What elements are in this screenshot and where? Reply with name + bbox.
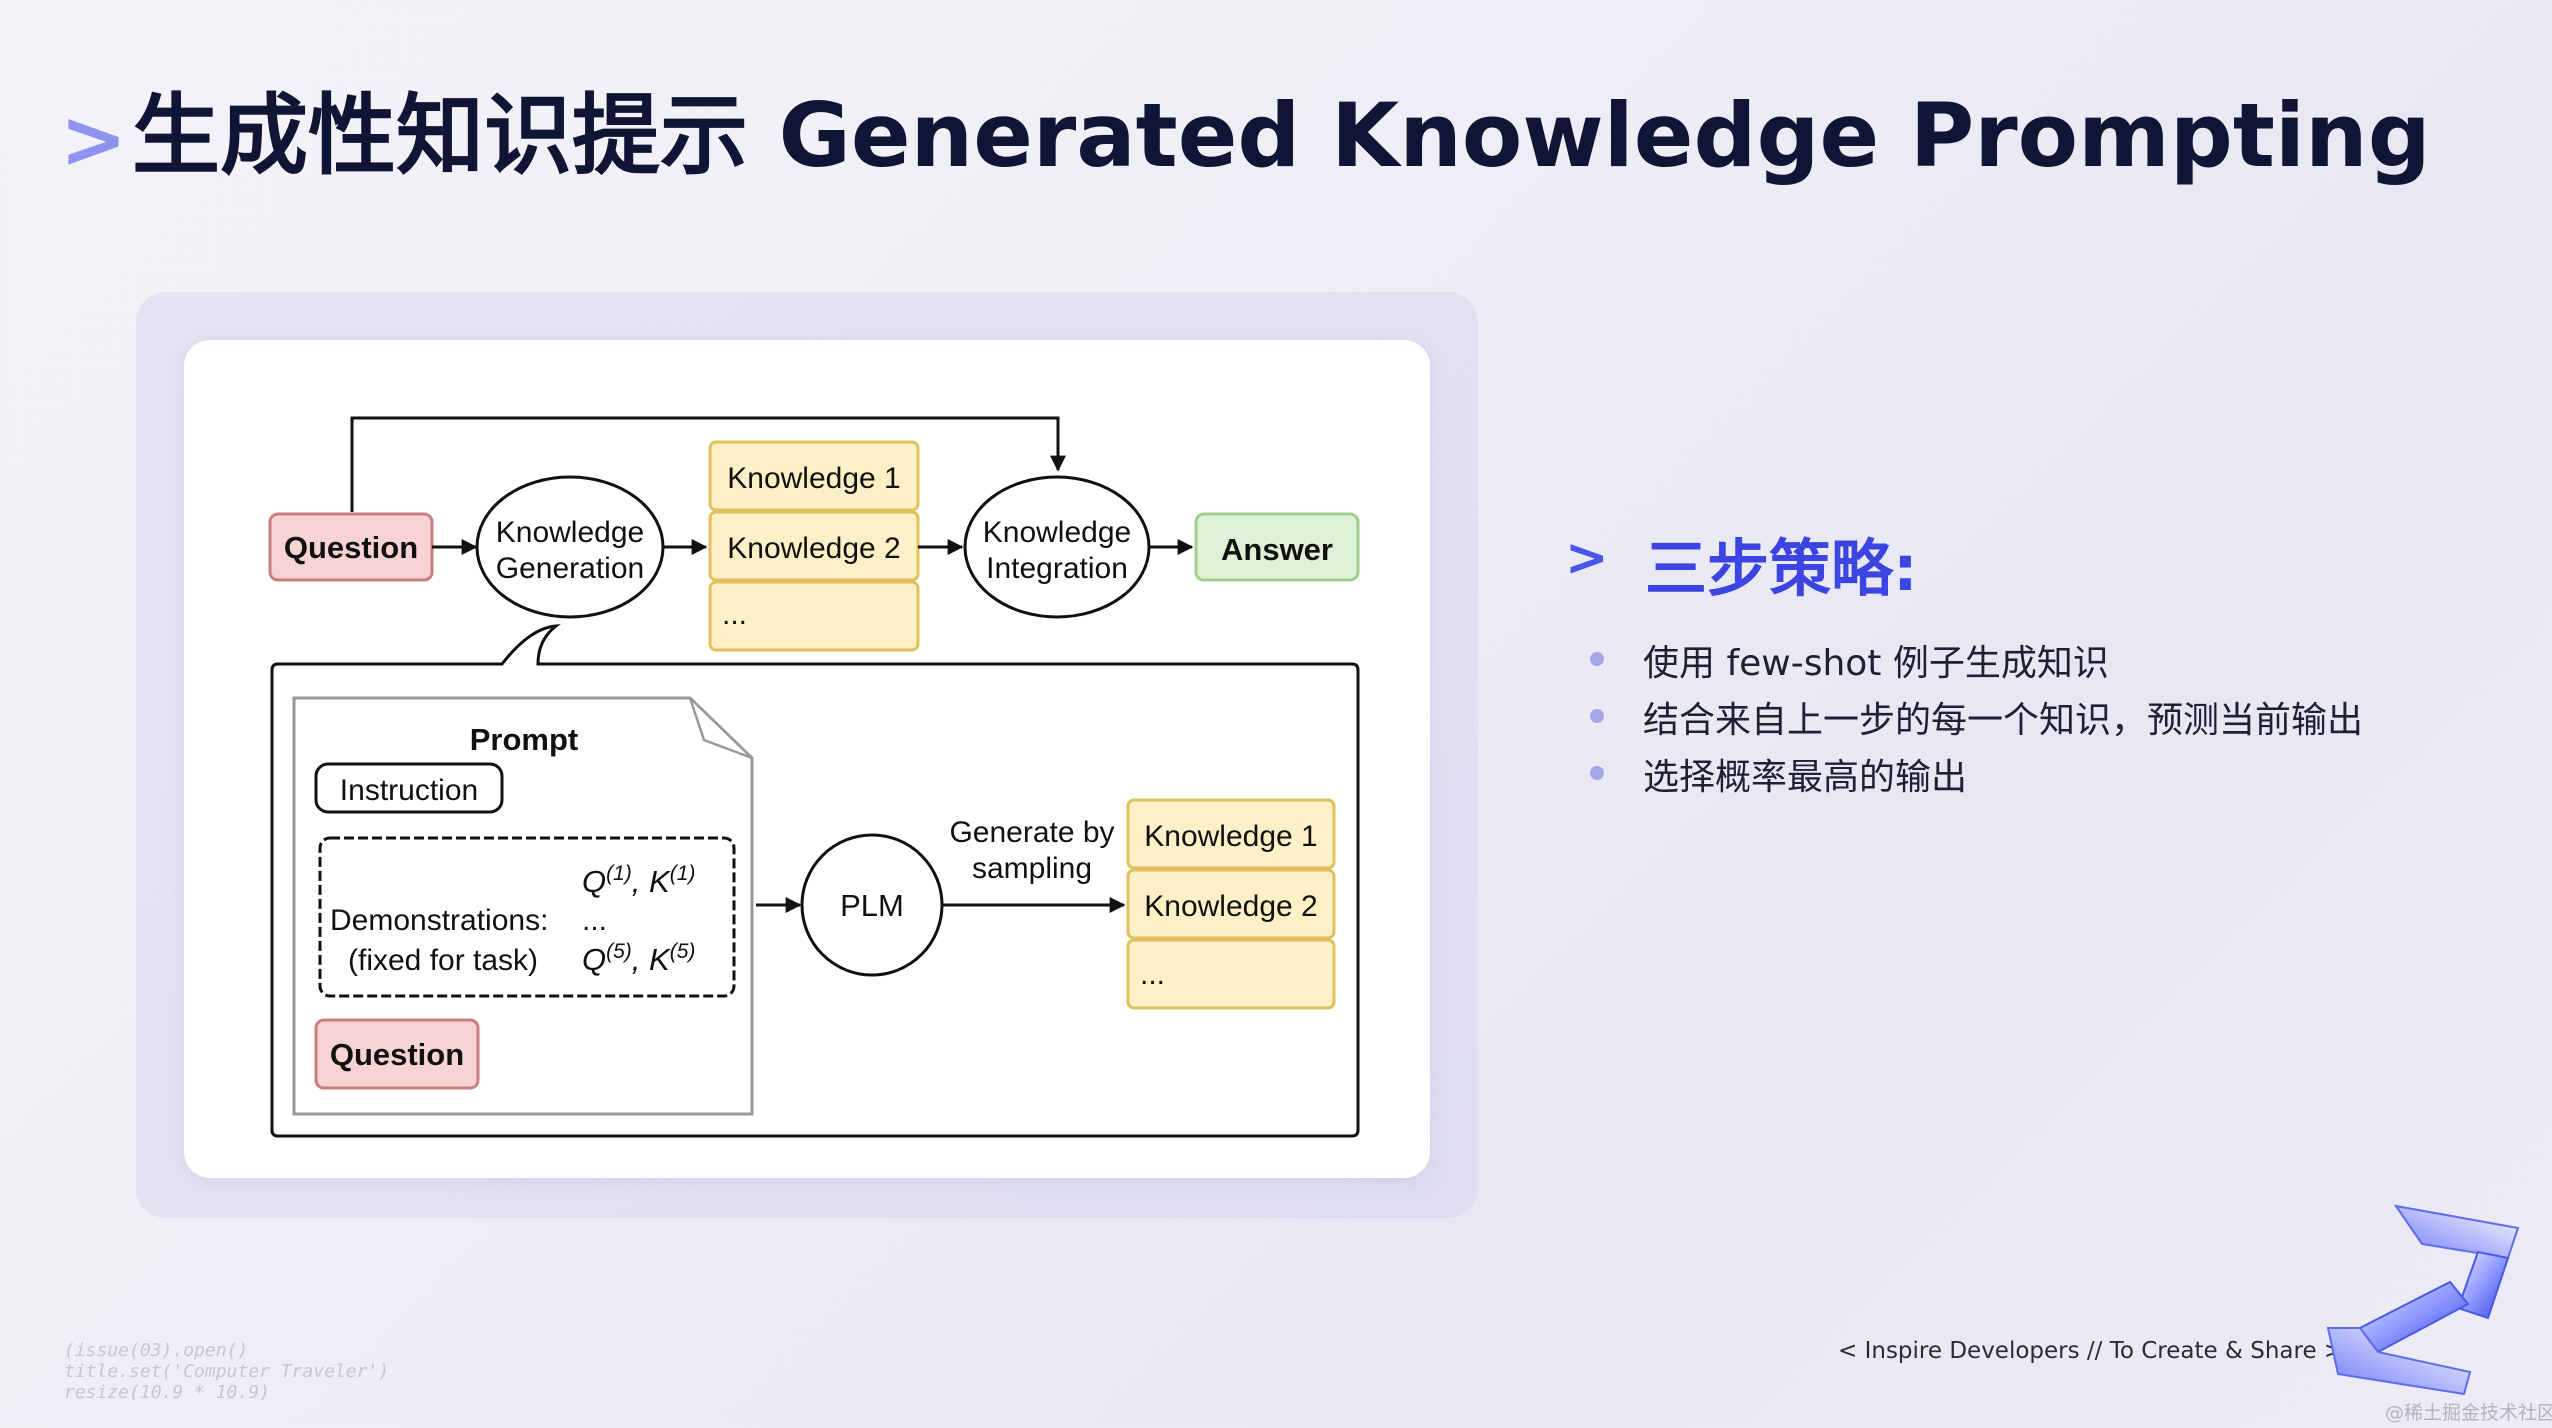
demonstrations-box <box>318 836 736 998</box>
strategy-chevron-icon: > <box>1565 528 1609 588</box>
knowledge-generation-line1: Knowledge <box>496 516 644 549</box>
detail-question-label: Question <box>330 1037 464 1072</box>
prompt-document: Prompt Instruction Q(1), K(1) Demonstrat… <box>292 696 754 1116</box>
knowledge-stack-detail: Knowledge 1 Knowledge 2 ... <box>1126 798 1336 1010</box>
bullet-dot-icon <box>1590 766 1604 780</box>
decorative-code-snippet: (issue(03).open() title.set('Computer Tr… <box>64 1340 389 1403</box>
knowledge-item-2: Knowledge 2 <box>727 532 900 565</box>
generate-by-line1: Generate by <box>949 816 1114 849</box>
page-curl-icon <box>688 697 753 760</box>
instruction-box <box>314 762 504 814</box>
knowledge-item-1: Knowledge 1 <box>727 462 900 495</box>
footer-tagline: < Inspire Developers // To Create & Shar… <box>1838 1338 2344 1364</box>
demonstrations-label: Demonstrations: <box>330 904 548 937</box>
knowledge-generation-line2: Generation <box>496 552 644 585</box>
bullet-dot-icon <box>1590 709 1604 723</box>
strategy-bullet-3: 选择概率最高的输出 <box>1643 757 1968 798</box>
demo-pair-5: Q(5), K(5) <box>582 940 695 977</box>
generate-by-line2: sampling <box>972 852 1092 885</box>
code-line: (issue(03).open() <box>64 1340 249 1361</box>
knowledge-stack-top: Knowledge 1 Knowledge 2 ... <box>708 440 920 652</box>
detail-knowledge-item-1: Knowledge 1 <box>1144 820 1317 853</box>
detail-knowledge-item-more: ... <box>1140 958 1165 991</box>
plm-node: PLM <box>800 833 944 977</box>
code-line: resize(10.9 * 10.9) <box>64 1382 270 1403</box>
knowledge-item-more: ... <box>722 598 747 631</box>
strategy-heading: 三步策略: <box>1645 532 1918 605</box>
fixed-for-task-label: (fixed for task) <box>348 944 538 977</box>
knowledge-integration-line2: Integration <box>986 552 1128 585</box>
answer-label: Answer <box>1221 532 1333 567</box>
instruction-label: Instruction <box>340 774 478 807</box>
knowledge-prompting-diagram: Question Knowledge Generation Knowledge … <box>268 416 1360 1138</box>
detail-question-box <box>314 1018 480 1090</box>
plm-label: PLM <box>840 888 904 923</box>
prompt-label: Prompt <box>470 722 579 757</box>
knowledge-generation-node: Knowledge Generation <box>475 475 665 619</box>
strategy-bullet-2: 结合来自上一步的每一个知识，预测当前输出 <box>1643 700 2364 741</box>
bullet-dot-icon <box>1590 652 1604 666</box>
slide-title: 生成性知识提示 Generated Knowledge Prompting <box>132 84 2431 187</box>
question-box: Question <box>268 512 434 582</box>
knowledge-integration-line1: Knowledge <box>983 516 1131 549</box>
bypass-connector <box>350 416 1066 512</box>
answer-box: Answer <box>1194 512 1360 582</box>
watermark: @稀土掘金技术社区 <box>2385 1402 2552 1424</box>
title-chevron-icon: > <box>60 93 128 186</box>
question-label: Question <box>284 530 418 565</box>
detail-knowledge-item-2: Knowledge 2 <box>1144 890 1317 923</box>
demo-pair-1: Q(1), K(1) <box>582 862 695 899</box>
code-line: title.set('Computer Traveler') <box>64 1361 390 1382</box>
strategy-bullet-1: 使用 few-shot 例子生成知识 <box>1643 643 2109 684</box>
knowledge-integration-node: Knowledge Integration <box>963 475 1151 619</box>
demo-ellipsis: ... <box>582 904 607 937</box>
brand-logo-icon <box>2326 1204 2520 1396</box>
